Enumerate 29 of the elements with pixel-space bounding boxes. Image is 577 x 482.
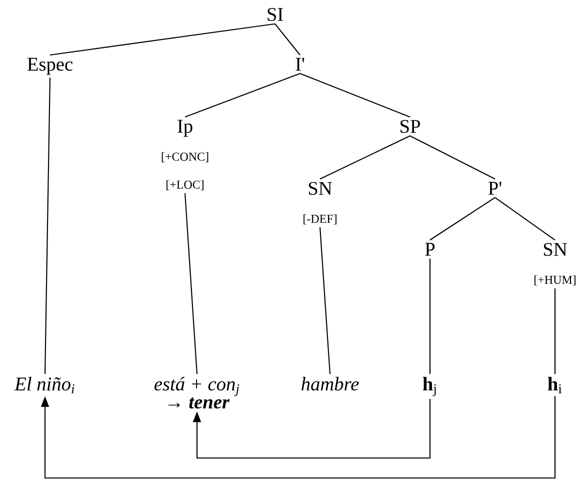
tree-branch (300, 73, 410, 118)
movement-arrow (40, 396, 556, 479)
tree-branch (494, 197, 556, 240)
category-label: SN [-DEF] (304, 182, 336, 224)
category-label: Ip [+CONC] [+LOC] (162, 120, 208, 190)
tree-branch (430, 197, 496, 240)
tree-branch (44, 78, 51, 374)
tree-branch (50, 23, 276, 56)
tree-branch (429, 258, 431, 374)
tree-branch (410, 135, 496, 180)
tree-branch (320, 135, 410, 180)
word-label: h$_{j}$ (422, 376, 436, 396)
tree-branch (274, 24, 300, 56)
word-label: El niño$_{i}$ (14, 376, 74, 394)
movement-arrow (192, 399, 431, 459)
word-label: h$_{i}$ (548, 376, 562, 394)
word-label: está + con$_{j}$ → tener (154, 376, 240, 409)
tree-branch (184, 193, 198, 374)
category-label: SN [+HUM] (534, 242, 576, 286)
category-label: SI (268, 8, 283, 21)
category-label: P (425, 242, 435, 256)
word-label: hambre (302, 376, 359, 391)
tree-branch (554, 288, 556, 374)
category-label: P' (488, 182, 502, 195)
category-label: SP (400, 120, 420, 133)
category-label: Espec (27, 58, 72, 75)
category-label: I' (296, 58, 304, 71)
tree-branch (184, 73, 300, 118)
tree-branch (319, 227, 331, 374)
